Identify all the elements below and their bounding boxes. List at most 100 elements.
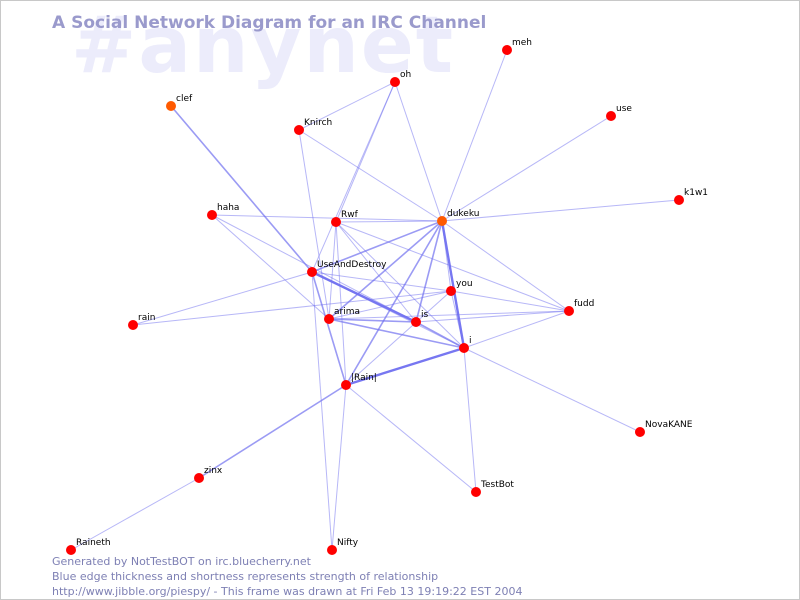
node-dot xyxy=(324,314,334,324)
node-dot xyxy=(446,286,456,296)
node-label: TestBot xyxy=(480,480,514,490)
node-dot xyxy=(66,545,76,555)
edge-oh-UseAndDestroy xyxy=(311,81,396,273)
node-dukeku: dukeku xyxy=(437,209,479,226)
node-label: Raineth xyxy=(76,538,111,548)
edge-Rwf-Rain xyxy=(335,221,347,386)
edge-Rwf-is xyxy=(335,221,417,323)
node-label: dukeku xyxy=(447,209,479,219)
node-dot xyxy=(674,195,684,205)
edge-you-Rain xyxy=(345,290,452,386)
edge-haha-arima xyxy=(211,214,330,320)
node-i: i xyxy=(459,336,472,353)
node-label: |Rain| xyxy=(351,373,377,383)
node-dot xyxy=(128,320,138,330)
edge-i-Rain xyxy=(345,346,465,387)
edge-oh-dukeku xyxy=(394,81,443,222)
node-dot xyxy=(411,317,421,327)
edge-UseAndDestroy-Nifty xyxy=(311,271,333,551)
node-Knirch: Knirch xyxy=(294,118,332,135)
edge-arima-i xyxy=(328,318,465,349)
edge-dukeku-i xyxy=(440,220,466,349)
edge-i-fudd xyxy=(463,310,570,349)
node-label: fudd xyxy=(574,299,594,309)
node-dot xyxy=(327,545,337,555)
edge-dukeku-arima xyxy=(328,220,443,320)
edge-Rain-zinx xyxy=(198,384,347,479)
edge-i-NovaKANE xyxy=(463,347,641,433)
edge-dukeku-Rain xyxy=(345,220,443,386)
node-haha: haha xyxy=(207,203,239,220)
edge-UseAndDestroy-Rain xyxy=(311,271,347,386)
node-dot xyxy=(294,125,304,135)
node-you: you xyxy=(446,279,473,296)
edge-Knirch-dukeku xyxy=(298,129,443,222)
edge-Rain-TestBot xyxy=(345,384,477,493)
edge-oh-Knirch xyxy=(298,81,396,131)
edge-rain-you xyxy=(132,290,452,326)
node-rain: rain xyxy=(128,313,155,330)
edge-dukeku-you xyxy=(441,220,452,292)
node-Raineth: Raineth xyxy=(66,538,111,555)
edge-Knirch-arima xyxy=(298,129,330,320)
node-dot xyxy=(437,216,447,226)
edge-i-TestBot xyxy=(463,347,477,493)
footer-legend: Blue edge thickness and shortness repres… xyxy=(52,570,439,583)
edge-arima-fudd xyxy=(328,310,570,320)
node-Rwf: Rwf xyxy=(331,210,359,227)
node-Rain: |Rain| xyxy=(341,373,377,390)
node-dot xyxy=(459,343,469,353)
node-label: clef xyxy=(176,94,193,104)
node-use: use xyxy=(606,104,632,121)
node-zinx: zinx xyxy=(194,466,223,483)
node-Nifty: Nifty xyxy=(327,538,359,555)
edge-Rwf-fudd xyxy=(335,221,570,312)
node-label: Rwf xyxy=(341,210,359,220)
node-label: UseAndDestroy xyxy=(317,260,387,270)
edge-Rwf-i xyxy=(335,221,465,349)
edge-is-i xyxy=(415,321,465,349)
edge-zinx-Raineth xyxy=(70,477,200,551)
channel-watermark: #anynet xyxy=(71,1,456,91)
footer-generated-by: Generated by NotTestBOT on irc.bluecherr… xyxy=(52,555,311,568)
edge-dukeku-fudd xyxy=(441,220,570,312)
node-label: oh xyxy=(400,70,411,80)
node-fudd: fudd xyxy=(564,299,594,316)
node-label: i xyxy=(469,336,472,346)
diagram-title: A Social Network Diagram for an IRC Chan… xyxy=(52,13,487,33)
node-label: you xyxy=(456,279,473,289)
node-dot xyxy=(307,267,317,277)
node-UseAndDestroy: UseAndDestroy xyxy=(307,260,387,277)
node-meh: meh xyxy=(502,38,532,55)
footer-url-timestamp: http://www.jibble.org/piespy/ - This fra… xyxy=(52,585,523,598)
edge-clef-UseAndDestroy xyxy=(170,105,313,273)
node-dot xyxy=(194,473,204,483)
edge-use-dukeku xyxy=(441,115,612,222)
node-TestBot: TestBot xyxy=(471,480,514,497)
node-dot xyxy=(341,380,351,390)
node-label: k1w1 xyxy=(684,188,708,198)
node-label: NovaKANE xyxy=(645,420,693,430)
edge-haha-dukeku xyxy=(211,214,443,222)
edge-layer xyxy=(70,49,680,551)
edge-Rwf-arima xyxy=(328,221,337,320)
edge-k1w1-dukeku xyxy=(441,199,680,222)
node-dot xyxy=(635,427,645,437)
edge-you-fudd xyxy=(450,290,570,312)
node-label: rain xyxy=(138,313,155,323)
node-dot xyxy=(207,210,217,220)
edge-UseAndDestroy-rain xyxy=(132,271,313,326)
edge-meh-dukeku xyxy=(441,49,508,222)
edge-you-arima xyxy=(328,290,452,320)
node-clef: clef xyxy=(166,94,193,111)
edge-Rwf-dukeku xyxy=(335,220,443,223)
edge-UseAndDestroy-you xyxy=(311,271,452,292)
edge-UseAndDestroy-i xyxy=(311,271,465,349)
node-is: is xyxy=(411,310,429,327)
node-oh: oh xyxy=(390,70,411,87)
node-label: Nifty xyxy=(337,538,359,548)
node-dot xyxy=(502,45,512,55)
node-label: use xyxy=(616,104,632,114)
